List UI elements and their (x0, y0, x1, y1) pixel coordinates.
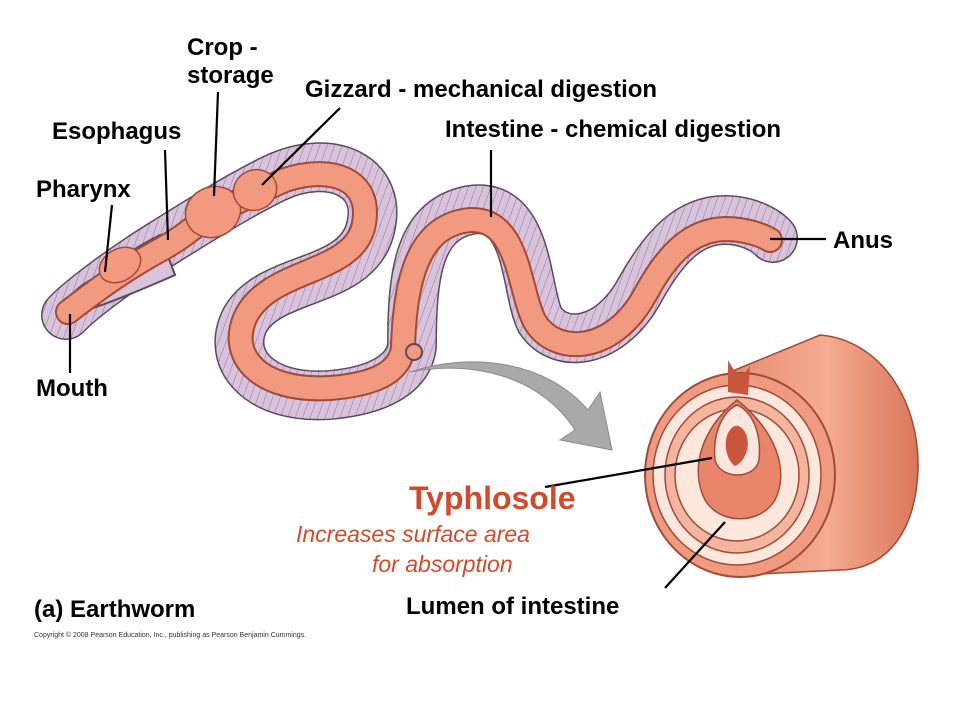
label-crop-line1: Crop - (187, 34, 258, 61)
leader-crop (212, 91, 220, 197)
typhlosole-note-line2: for absorption (372, 551, 513, 577)
figure-caption: (a) Earthworm (34, 596, 196, 623)
label-intestine: Intestine - chemical digestion (445, 116, 782, 143)
label-mouth: Mouth (36, 375, 108, 402)
leader-pharynx (103, 204, 114, 273)
typhlosole-note-line1: Increases surface area (296, 521, 530, 547)
label-esophagus: Esophagus (52, 118, 182, 145)
label-typhlosole: Typhlosole (409, 480, 576, 516)
label-pharynx: Pharynx (36, 176, 131, 203)
leader-lumen (664, 521, 726, 589)
label-crop: Crop - storage (187, 34, 274, 90)
intestine-cross-section (644, 334, 919, 578)
label-anus: Anus (833, 227, 893, 254)
copyright-notice: Copyright © 2008 Pearson Education, Inc.… (34, 632, 307, 639)
label-gizzard: Gizzard - mechanical digestion (305, 76, 658, 103)
label-crop-line2: storage (187, 62, 274, 89)
pharynx-bulb (98, 246, 142, 284)
lumen-shape (725, 425, 748, 466)
leader-esophagus (163, 149, 170, 241)
cross-section-marker (405, 343, 423, 361)
leader-typhlosole (544, 456, 713, 489)
label-lumen: Lumen of intestine (406, 593, 620, 620)
section-arrow (409, 361, 613, 451)
leader-gizzard (261, 107, 341, 186)
leader-lines (68, 91, 826, 589)
